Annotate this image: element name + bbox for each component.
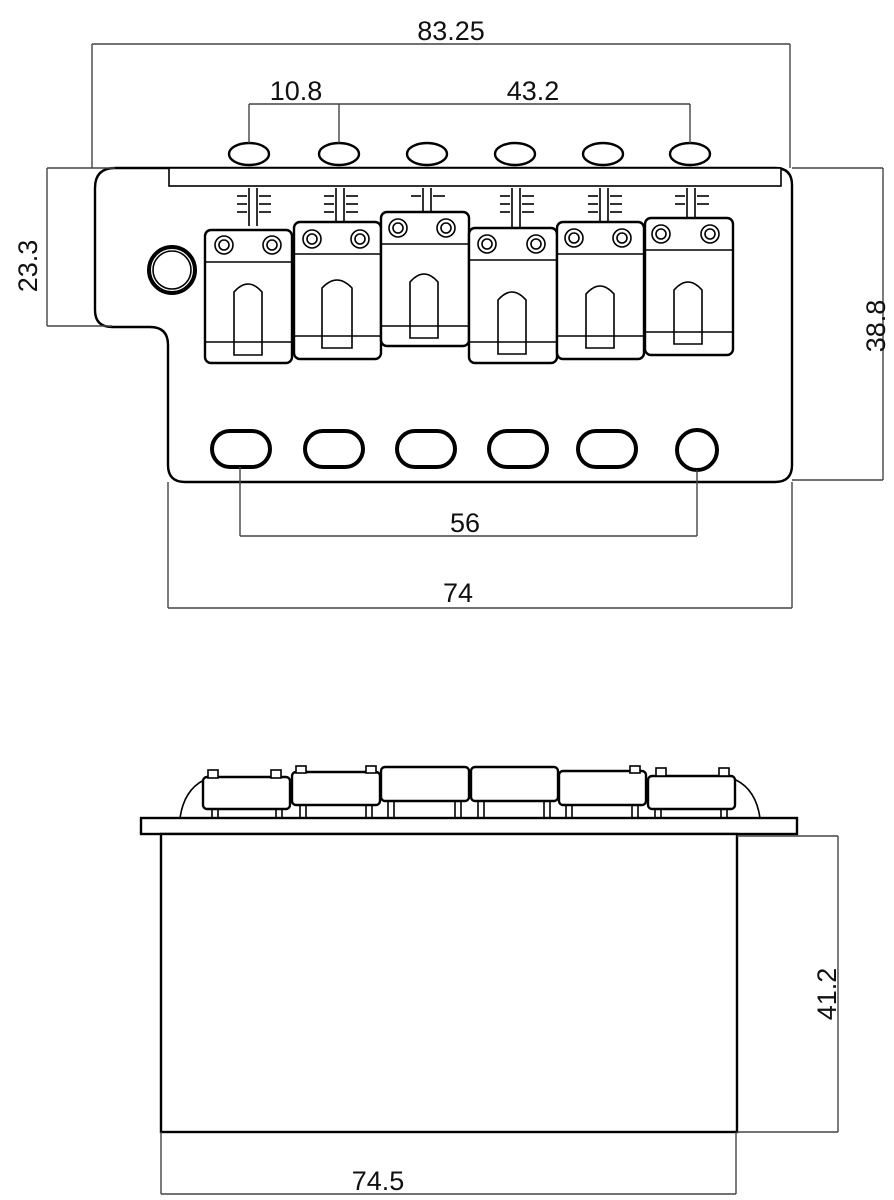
dim-block-width: 74.5	[352, 1166, 405, 1196]
saddles	[203, 210, 735, 365]
intonation-screw	[411, 188, 445, 212]
screw-hole	[675, 428, 719, 472]
intonation-screw	[500, 188, 534, 230]
arm-socket-hole	[147, 245, 197, 295]
screw-slot	[487, 429, 549, 469]
side-saddle	[469, 765, 560, 803]
side-saddle	[201, 775, 292, 811]
screw-slot	[303, 429, 365, 469]
side-saddle	[379, 765, 471, 803]
dim-right-height: 38.8	[861, 300, 891, 353]
side-base-plate	[139, 816, 799, 836]
string-peg	[581, 141, 625, 167]
intonation-screws	[237, 188, 709, 230]
side-saddles	[201, 765, 737, 818]
string-peg	[668, 141, 712, 167]
saddle	[467, 226, 559, 365]
bridge-plate-outline	[93, 166, 794, 484]
mounting-screw-holes	[210, 428, 719, 472]
arm-socket-hole-inner	[152, 250, 192, 290]
dim-overall-width: 83.25	[417, 16, 485, 46]
string-pegs	[227, 141, 712, 167]
dim-block-height: 41.2	[812, 968, 842, 1021]
dim-screw-span: 56	[450, 508, 480, 538]
saddle	[203, 228, 294, 365]
dim-outer-string-span: 43.2	[507, 76, 560, 106]
intonation-screw	[588, 188, 622, 224]
saddle	[379, 210, 471, 348]
tremolo-block	[159, 832, 739, 1134]
screw-slot	[210, 429, 272, 469]
top-view-dimensions	[46, 43, 884, 609]
saddle	[555, 220, 646, 361]
side-view-dimensions	[160, 835, 839, 1195]
dim-left-height: 23.3	[13, 240, 43, 293]
string-peg	[317, 141, 361, 167]
dim-string-spacing: 10.8	[270, 76, 323, 106]
top-view: 83.25 10.8 43.2 23.3 38.8 56 74	[13, 16, 891, 609]
string-peg	[227, 141, 271, 167]
side-saddle	[646, 774, 737, 811]
intonation-screw	[675, 188, 709, 220]
saddle	[643, 216, 735, 357]
bridge-top-rail	[168, 167, 782, 187]
intonation-screw	[324, 188, 358, 226]
string-peg	[493, 141, 537, 167]
side-saddle	[557, 769, 648, 807]
saddle	[292, 220, 383, 361]
side-saddle	[290, 770, 382, 807]
dim-plate-width: 74	[443, 578, 473, 608]
screw-slot	[395, 429, 457, 469]
string-peg	[405, 141, 449, 167]
intonation-screw	[237, 188, 271, 226]
screw-slot	[576, 429, 638, 469]
side-view: 41.2 74.5	[139, 765, 842, 1196]
